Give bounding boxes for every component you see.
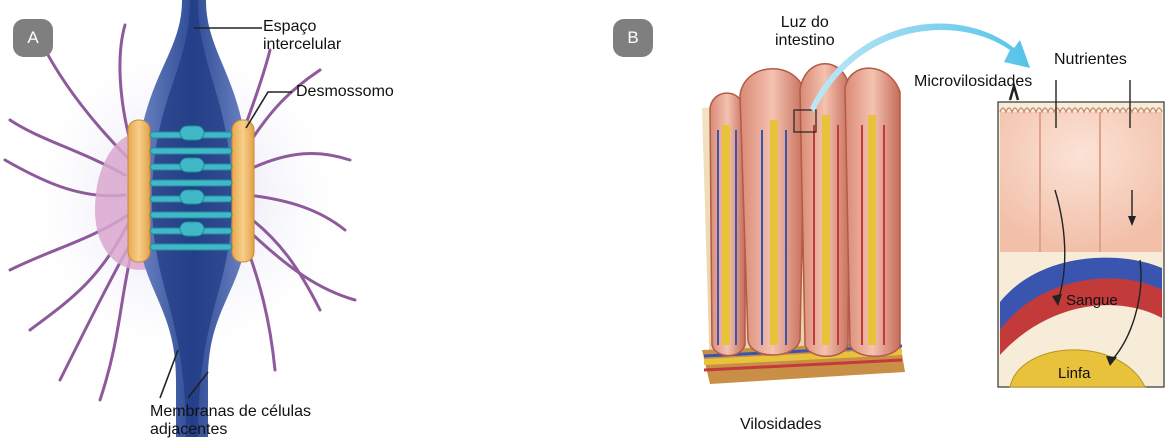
lacteal-4 [868, 115, 876, 345]
label-nutrients: Nutrientes [1054, 51, 1127, 69]
label-desmosome: Desmossomo [296, 83, 394, 101]
panel-a-desmosome: A Espaço intercelular Desmossomo Membran… [0, 0, 560, 437]
label-intercellular-space: Espaço intercelular [263, 18, 341, 54]
label-villi: Vilosidades [740, 416, 822, 434]
label-intercellular-space-line2: intercelular [263, 36, 341, 54]
label-intestinal-lumen-line1: Luz do [775, 14, 835, 32]
label-membranes-line2: adjacentes [150, 421, 311, 439]
desmosome-plaque-left [128, 120, 150, 262]
panel-b-villi: B Luz do intestino Microvilosidades Nutr… [600, 0, 1165, 437]
lacteal-1 [722, 125, 730, 345]
zoomed-detail [998, 80, 1164, 387]
label-blood: Sangue [1066, 292, 1118, 310]
desmosome-illustration [0, 0, 560, 437]
label-membranes: Membranas de células adjacentes [150, 403, 311, 439]
label-intestinal-lumen-line2: intestino [775, 32, 835, 50]
label-intercellular-space-line1: Espaço [263, 18, 341, 36]
label-microvilli: Microvilosidades [914, 73, 1032, 91]
label-intestinal-lumen: Luz do intestino [775, 14, 835, 50]
label-membranes-line1: Membranas de células [150, 403, 311, 421]
lacteal-2 [770, 120, 778, 345]
panel-a-badge: A [13, 19, 53, 57]
desmosome-plaque-right [232, 120, 254, 262]
lacteal-3 [822, 115, 830, 345]
epithelial-cells [1000, 112, 1162, 252]
panel-b-badge: B [613, 19, 653, 57]
label-lymph: Linfa [1058, 365, 1091, 383]
